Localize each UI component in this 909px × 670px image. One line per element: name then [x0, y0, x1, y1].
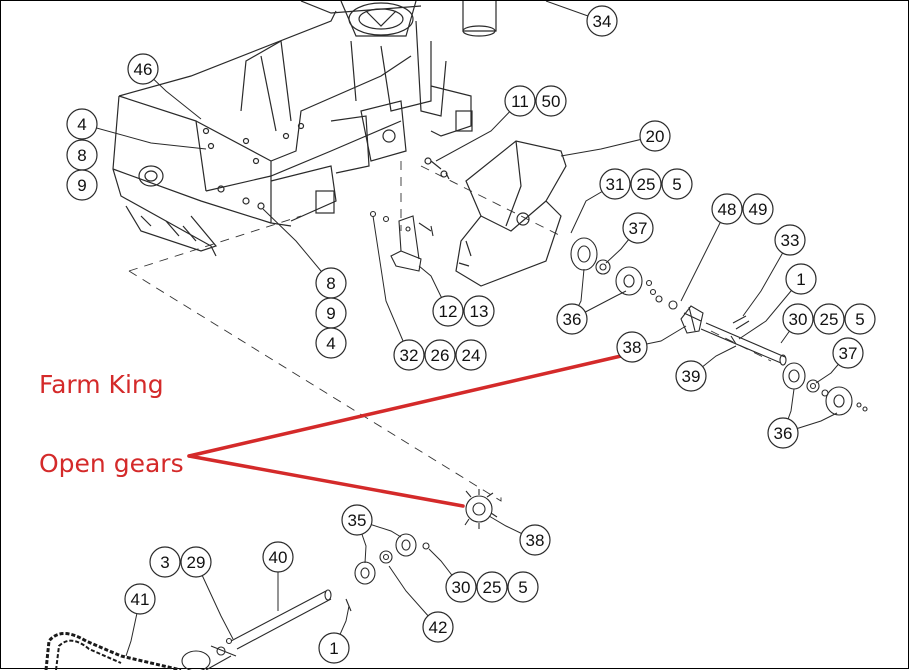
- part-number: 20: [646, 127, 665, 146]
- part-number: 26: [431, 346, 450, 365]
- part-balloon: 39: [676, 361, 706, 391]
- part-balloon: 3: [150, 547, 180, 577]
- brand-annotation: Farm King: [39, 370, 164, 399]
- part-balloon: 36: [557, 304, 587, 334]
- part-number: 32: [400, 346, 419, 365]
- part-number: 35: [348, 511, 367, 530]
- part-number: 3: [160, 553, 169, 572]
- part-balloon: 8: [316, 268, 346, 298]
- part-number: 12: [439, 302, 458, 321]
- part-balloon: 37: [623, 213, 653, 243]
- part-balloon: 26: [425, 340, 455, 370]
- part-number: 37: [839, 344, 858, 363]
- part-balloon: 1: [786, 264, 816, 294]
- part-balloon: 38: [520, 525, 550, 555]
- part-number: 5: [855, 310, 864, 329]
- part-balloon: 29: [181, 547, 211, 577]
- part-number: 33: [781, 231, 800, 250]
- part-balloon: 48: [712, 194, 742, 224]
- part-number: 30: [452, 578, 471, 597]
- part-number: 30: [789, 310, 808, 329]
- part-number: 5: [672, 175, 681, 194]
- part-balloon: 1: [319, 633, 349, 663]
- part-balloon: 5: [662, 169, 692, 199]
- part-balloon: 33: [775, 225, 805, 255]
- part-balloon: 36: [768, 418, 798, 448]
- part-balloon: 4: [67, 109, 97, 139]
- arrow-to-lower-gear: [189, 456, 463, 506]
- part-balloon: 34: [587, 6, 617, 36]
- part-balloon: 30: [783, 304, 813, 334]
- part-balloon: 9: [67, 170, 97, 200]
- part-number: 24: [462, 346, 481, 365]
- leader-line: [373, 216, 409, 355]
- part-number: 40: [269, 548, 288, 567]
- part-number: 5: [518, 578, 527, 597]
- part-balloon: 25: [814, 304, 844, 334]
- part-balloon: 24: [456, 340, 486, 370]
- part-number: 48: [718, 200, 737, 219]
- part-number: 4: [77, 115, 86, 134]
- part-number: 29: [187, 553, 206, 572]
- part-number: 1: [329, 639, 338, 658]
- part-number: 42: [429, 618, 448, 637]
- part-number: 39: [682, 367, 701, 386]
- part-number: 4: [326, 334, 335, 353]
- part-number: 34: [593, 12, 612, 31]
- part-balloon: 13: [464, 296, 494, 326]
- part-balloon: 25: [477, 572, 507, 602]
- part-balloon: 20: [640, 121, 670, 151]
- center-lines: [129, 161, 771, 501]
- chain-part-41: [46, 634, 181, 670]
- gear-case-part-20: [425, 141, 566, 286]
- arrow-to-upper-gear: [189, 356, 621, 456]
- part-number: 9: [77, 176, 86, 195]
- part-number: 25: [820, 310, 839, 329]
- part-balloon: 25: [631, 169, 661, 199]
- part-number: 41: [131, 590, 150, 609]
- part-balloon: 40: [263, 542, 293, 572]
- part-number: 25: [483, 578, 502, 597]
- part-number: 31: [606, 175, 625, 194]
- part-balloon: 37: [833, 338, 863, 368]
- leader-line: [82, 124, 206, 149]
- part-number: 36: [563, 310, 582, 329]
- part-balloon: 32: [394, 340, 424, 370]
- part-balloon: 46: [128, 54, 158, 84]
- part-balloon: 11: [505, 86, 535, 116]
- part-number: 38: [623, 338, 642, 357]
- part-number: 46: [134, 60, 153, 79]
- part-number: 37: [629, 219, 648, 238]
- part-balloon: 12: [433, 296, 463, 326]
- part-balloon: 38: [617, 332, 647, 362]
- part-balloon: 42: [423, 612, 453, 642]
- part-balloon: 50: [536, 86, 566, 116]
- part-number: 8: [326, 274, 335, 293]
- part-balloon: 35: [342, 505, 372, 535]
- part-number: 11: [511, 92, 529, 111]
- part-balloon: 9: [316, 298, 346, 328]
- open-gears-annotation: Open gears: [39, 449, 184, 478]
- part-balloon: 30: [446, 572, 476, 602]
- part-balloon: 5: [845, 304, 875, 334]
- annotation-arrows: [189, 356, 621, 506]
- part-number: 36: [774, 424, 793, 443]
- part-balloon: 31: [600, 169, 630, 199]
- part-number: 13: [470, 302, 489, 321]
- part-number: 49: [749, 200, 768, 219]
- part-number: 38: [526, 531, 545, 550]
- part-balloon: 49: [743, 194, 773, 224]
- part-number: 50: [542, 92, 561, 111]
- part-balloon: 41: [125, 584, 155, 614]
- part-number: 9: [326, 304, 335, 323]
- main-housing: [113, 1, 496, 256]
- part-number: 8: [77, 146, 86, 165]
- part-balloon: 8: [67, 140, 97, 170]
- part-balloon: 4: [316, 328, 346, 358]
- part-balloon: 5: [508, 572, 538, 602]
- part-number: 25: [637, 175, 656, 194]
- part-number: 1: [796, 270, 805, 289]
